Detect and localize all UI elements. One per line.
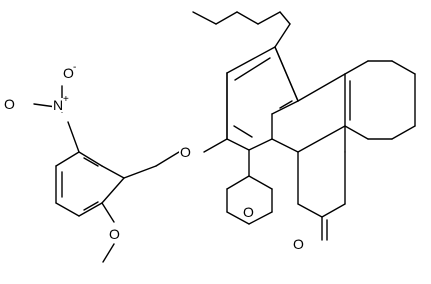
hexyl-chain bbox=[192, 11, 291, 48]
nitro-group bbox=[33, 85, 80, 153]
lactone-bonds bbox=[297, 125, 346, 241]
atom-label: O bbox=[109, 226, 120, 242]
central-benzene-ring bbox=[226, 46, 299, 151]
atom-label: O bbox=[180, 144, 191, 160]
atom-methoxy-o: O bbox=[108, 226, 121, 242]
tricyclic-skeleton bbox=[271, 60, 416, 153]
atom-label: O bbox=[4, 96, 15, 112]
atom-nitro-o-left: O bbox=[3, 96, 15, 112]
lactone-and-cyclohexene bbox=[226, 149, 273, 225]
atom-nitro-o-top: O - bbox=[62, 62, 76, 81]
atom-label: O bbox=[293, 236, 304, 252]
atom-ring-o: O bbox=[242, 204, 255, 220]
nitroaryl-ring bbox=[55, 151, 125, 217]
aromatic-core bbox=[226, 46, 299, 140]
methoxy-group bbox=[101, 202, 115, 263]
atom-ether-o: O bbox=[179, 144, 192, 160]
atom-label: O bbox=[243, 204, 254, 220]
atom-nitro-n: N + bbox=[52, 94, 69, 113]
charge-minus: - bbox=[73, 62, 76, 73]
atom-carbonyl-o: O bbox=[292, 236, 305, 252]
atom-label: N bbox=[53, 97, 63, 113]
ether-linker bbox=[123, 138, 228, 179]
atom-label: O bbox=[63, 65, 74, 81]
charge-plus: + bbox=[63, 94, 69, 105]
